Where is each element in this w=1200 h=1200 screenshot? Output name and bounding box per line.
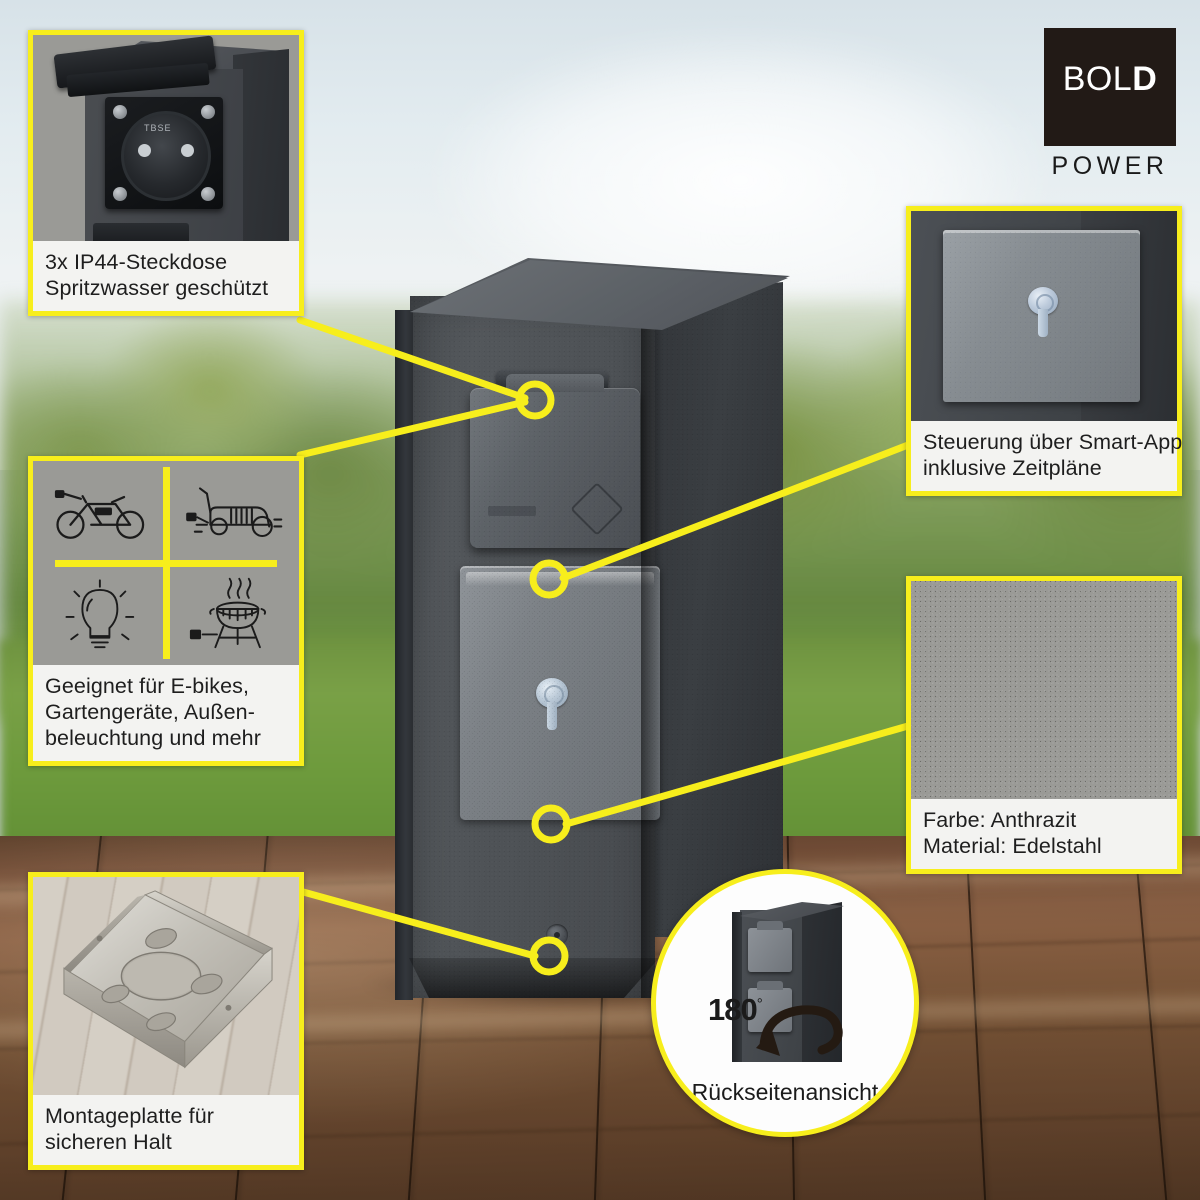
lawn-mower-icon: [185, 487, 282, 538]
quadrant-grill: [166, 563, 299, 665]
caption-line: beleuchtung und mehr: [45, 726, 261, 750]
caption-line: 3x IP44-Steckdose: [45, 250, 228, 274]
socket-cover-flap[interactable]: [470, 374, 640, 548]
e-bike-icon: [54, 490, 144, 540]
callout-caption-usage: Geeignet für E-bikes, Gartengeräte, Auße…: [33, 665, 299, 761]
quadrant-ebike: [33, 461, 166, 563]
rear-view-caption: Rückseitenansicht: [691, 1079, 879, 1105]
caption-line: inklusive Zeitpläne: [923, 456, 1102, 480]
quadrant-mower: [166, 461, 299, 563]
caption-line: Gartengeräte, Außen-: [45, 700, 255, 724]
logo-bol: BOL: [1062, 60, 1133, 98]
door-bevel: [466, 572, 654, 586]
caption-line: Spritzwasser geschützt: [45, 276, 269, 300]
rear-view-mini-product: [726, 902, 846, 1062]
bollard-side-face: [655, 282, 783, 937]
rotation-arrow-icon: [756, 1005, 843, 1056]
caption-line: sicheren Halt: [45, 1130, 172, 1154]
door-latch-knob[interactable]: [536, 678, 568, 730]
logo-subtext: POWER: [1051, 152, 1169, 180]
socket-closeup-photo: TBSE: [33, 35, 299, 241]
bollard-left-edge: [395, 310, 413, 1000]
latch-head: [536, 678, 568, 708]
caption-line: Farbe: Anthrazit: [923, 808, 1077, 832]
angle-value: 180: [708, 992, 758, 1027]
callout-card-material[interactable]: Farbe: Anthrazit Material: Edelstahl: [906, 576, 1182, 874]
brand-logo: BOLD POWER: [1044, 28, 1176, 188]
bollard-foot: [409, 958, 659, 998]
callout-caption-material: Farbe: Anthrazit Material: Edelstahl: [911, 799, 1177, 869]
socket-marking: TBSE: [144, 123, 172, 133]
grid-divider-horizontal: [55, 559, 277, 567]
caption-line: Material: Edelstahl: [923, 834, 1102, 858]
socket-flap-hinge: [496, 370, 608, 394]
socket-faceplate: TBSE: [105, 97, 223, 209]
callout-caption-sockets: 3x IP44-Steckdose Spritzwasser geschützt: [33, 241, 299, 311]
smart-door-panel[interactable]: [460, 566, 660, 820]
callout-card-smart-app[interactable]: Steuerung über Smart-App inklusive Zeitp…: [906, 206, 1182, 496]
panel-latch-knob: [1028, 286, 1059, 337]
logo-d: D: [1132, 60, 1158, 98]
logo-box: BOLD: [1044, 28, 1176, 146]
logo-wordmark: BOLD: [1044, 62, 1176, 96]
anthracite-texture-swatch: [911, 581, 1177, 799]
callout-card-mounting-plate[interactable]: Montageplatte für sicheren Halt: [28, 872, 304, 1170]
callout-circle-rear-view[interactable]: 180° Rückseitenansicht: [651, 869, 919, 1137]
flap-diamond-icon: [570, 482, 624, 536]
bollard-edge-shading: [641, 298, 663, 998]
smart-panel-closeup: [911, 211, 1177, 421]
grill-icon: [189, 578, 266, 649]
callout-card-sockets[interactable]: TBSE 3x IP44-Steckdose Spritzwasser gesc…: [28, 30, 304, 316]
flap-embossing: [488, 506, 536, 516]
caption-line: Geeignet für E-bikes,: [45, 674, 250, 698]
quadrant-bulb: [33, 563, 166, 665]
mounting-plate-shape: [63, 890, 273, 1069]
caption-line: Steuerung über Smart-App: [923, 430, 1183, 454]
callout-caption-mounting-plate: Montageplatte für sicheren Halt: [33, 1095, 299, 1165]
usage-icon-grid: [33, 461, 299, 665]
caption-line: Montageplatte für: [45, 1104, 215, 1128]
callout-caption-smart-app: Steuerung über Smart-App inklusive Zeitp…: [911, 421, 1183, 491]
light-bulb-icon: [65, 579, 134, 649]
latch-stem: [547, 702, 557, 730]
callout-card-usage[interactable]: Geeignet für E-bikes, Gartengeräte, Auße…: [28, 456, 304, 766]
bollard-front-face: [410, 296, 660, 998]
angle-unit: °: [756, 995, 763, 1013]
mounting-plate-photo: [33, 877, 299, 1095]
rear-socket-upper: [748, 921, 792, 972]
base-lock-screw[interactable]: [546, 924, 568, 946]
socket-ring: TBSE: [121, 111, 211, 201]
rotation-angle-label: 180°: [708, 992, 763, 1028]
